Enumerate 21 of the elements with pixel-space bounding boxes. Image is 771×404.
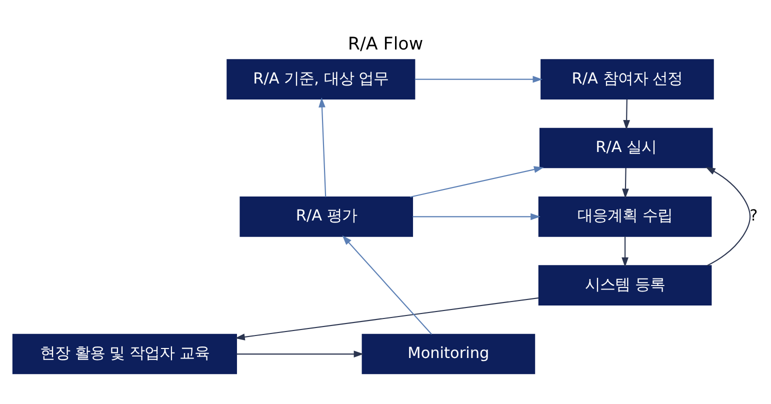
node-box: R/A 기준, 대상 업무 xyxy=(226,58,416,99)
node-box: 대응계획 수립 xyxy=(538,196,712,236)
arrow xyxy=(236,350,364,357)
arrow xyxy=(706,166,751,266)
arrow xyxy=(623,98,630,130)
node-box: 시스템 등록 xyxy=(538,264,712,305)
node-box: R/A 평가 xyxy=(240,196,414,236)
node-box: 현장 활용 및 작업자 교육 xyxy=(12,333,237,374)
arrow xyxy=(412,212,540,220)
node-box: R/A 실시 xyxy=(539,127,713,168)
arrow xyxy=(342,234,432,334)
arrow xyxy=(622,167,629,198)
edge-label: ? xyxy=(750,206,758,224)
arrow xyxy=(235,296,539,340)
arrow xyxy=(622,236,628,267)
node-box: R/A 참여자 선정 xyxy=(540,58,714,99)
arrow xyxy=(410,166,544,197)
diagram-title: R/A Flow xyxy=(348,34,424,54)
node-box: Monitoring xyxy=(362,333,536,374)
arrow xyxy=(414,75,543,82)
arrow xyxy=(318,97,326,196)
